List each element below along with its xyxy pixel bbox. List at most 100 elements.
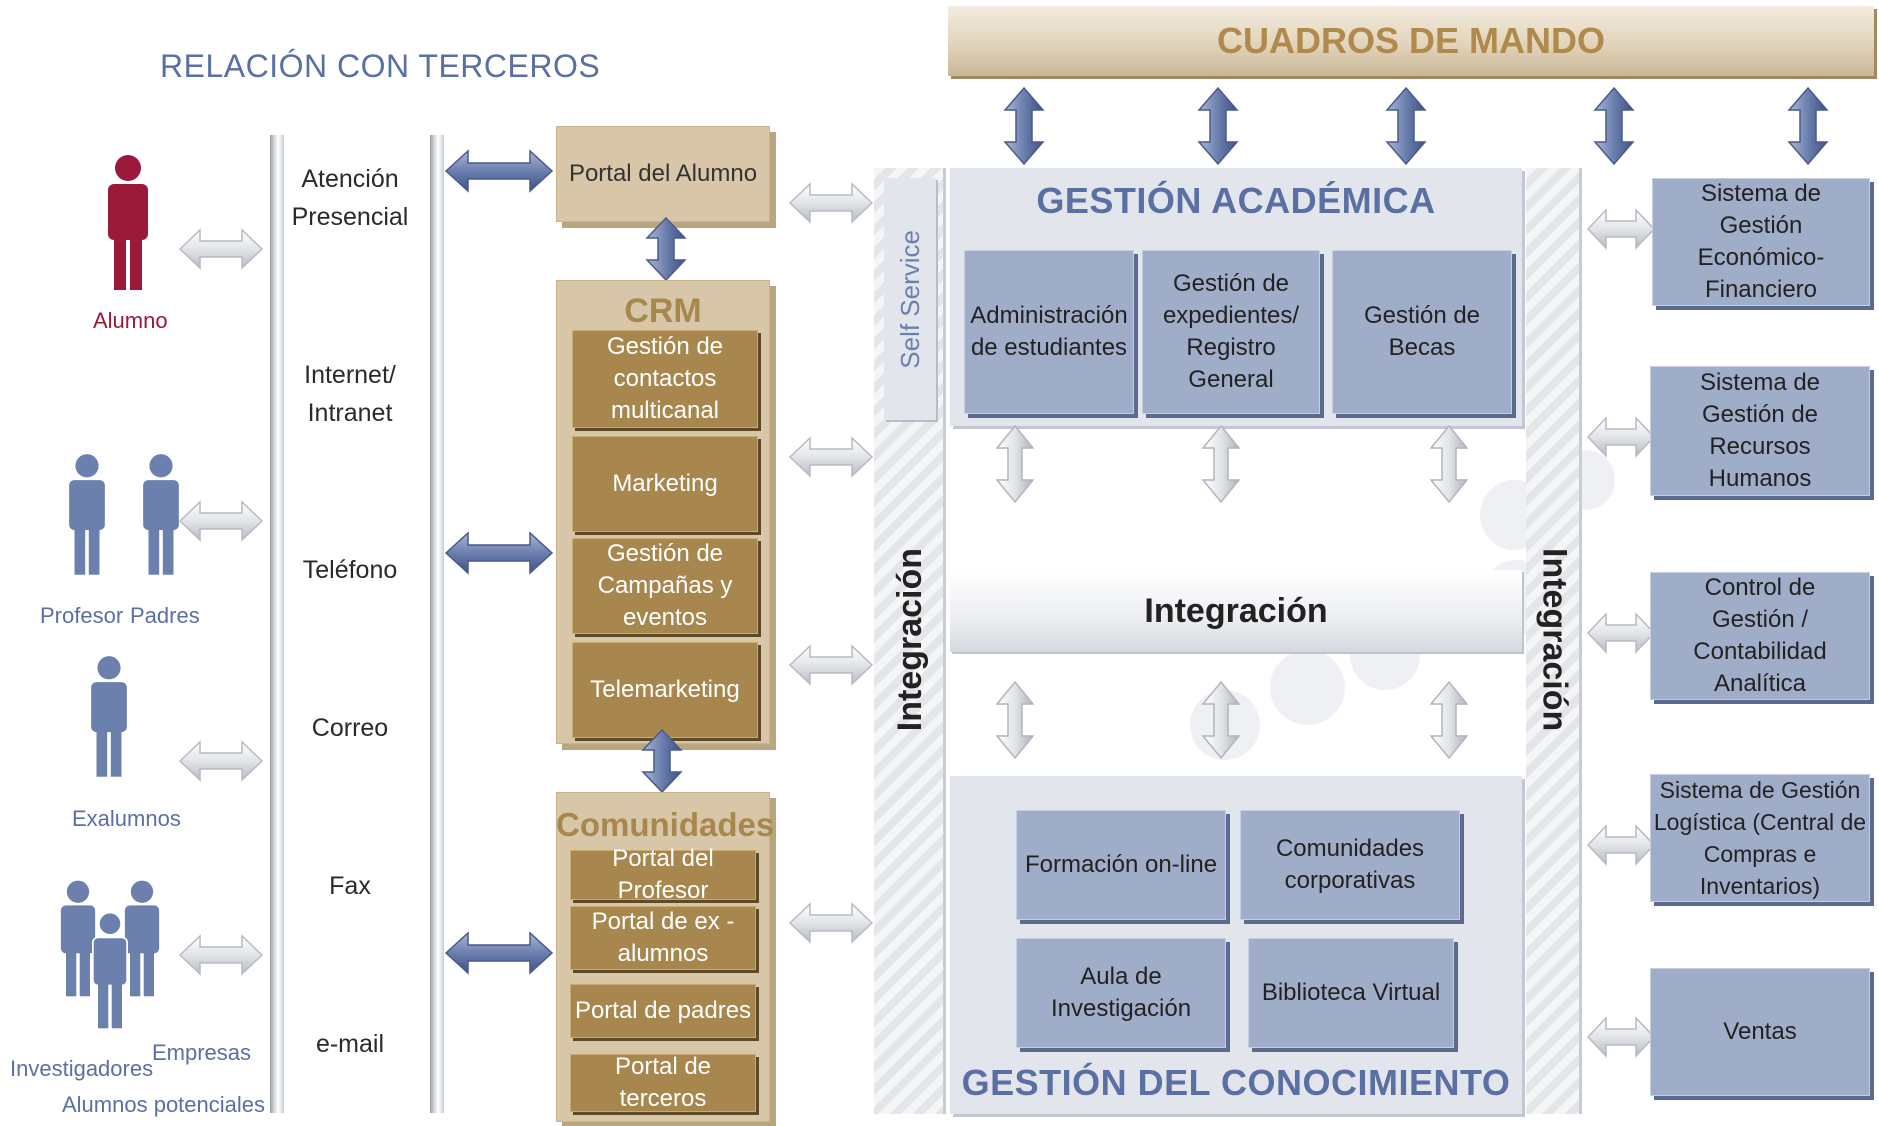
double-arrow-icon	[1787, 86, 1829, 166]
integracion-left-label: Integración	[890, 548, 929, 732]
gestion-academica-title: GESTIÓN ACADÉMICA	[1036, 180, 1436, 221]
right-system-box: Sistema de Gestión de Recursos Humanos	[1650, 366, 1870, 496]
integracion-right-label: Integración	[1535, 548, 1574, 732]
double-arrow-icon	[1586, 1016, 1656, 1058]
gestion-conocimiento-item-label: Comunidades corporativas	[1275, 835, 1425, 894]
right-system-label: Sistema de Gestión Logística (Central de…	[1653, 777, 1867, 899]
actor-alumno-label: Alumno	[93, 308, 168, 333]
double-arrow-icon	[788, 436, 874, 478]
double-arrow-icon	[788, 644, 874, 686]
crm-item: Marketing	[572, 436, 758, 532]
person-icon	[91, 656, 127, 777]
gestion-academica-item-label: Gestión de Becas	[1363, 302, 1481, 361]
gestion-academica-item-label: Administración de estudiantes	[970, 302, 1128, 361]
double-arrow-icon	[178, 228, 264, 270]
integracion-right-label-wrap: Integración	[1528, 520, 1580, 760]
actor-alumnos-potenciales-label: Alumnos potenciales	[62, 1092, 266, 1117]
double-arrow-icon	[1593, 86, 1635, 166]
double-arrow-icon	[1201, 680, 1241, 760]
comunidades-item-label: Portal de ex - alumnos	[591, 908, 735, 967]
double-arrow-icon	[641, 728, 683, 794]
portal-alumno-label: Portal del Alumno	[568, 160, 758, 187]
double-arrow-icon	[1003, 86, 1045, 166]
right-system-label: Sistema de Gestión de Recursos Humanos	[1699, 369, 1821, 492]
integracion-center-bar: Integración	[950, 570, 1522, 652]
comunidades-title: Comunidades	[556, 806, 775, 843]
double-arrow-icon	[1429, 680, 1469, 760]
actor-exalumnos-label: Exalumnos	[72, 806, 181, 831]
gestion-academica-item: Gestión de Becas	[1332, 250, 1512, 414]
person-icon	[60, 880, 96, 997]
actor-investigadores-label: Investigadores	[10, 1056, 154, 1081]
channel-presencial: Atención Presencial	[285, 160, 415, 236]
channel-correo: Correo	[311, 714, 389, 742]
double-arrow-icon	[178, 934, 264, 976]
crm-item-label: Gestión de Campañas y eventos	[597, 540, 733, 631]
double-arrow-icon	[1429, 424, 1469, 504]
double-arrow-icon	[788, 182, 874, 224]
channel-fax: Fax	[329, 872, 371, 900]
double-arrow-icon	[1197, 86, 1239, 166]
gestion-academica-item-label: Gestión de expedientes/ Registro General	[1162, 270, 1300, 393]
right-system-box: Control de Gestión / Contabilidad Analít…	[1650, 572, 1870, 700]
person-icon	[108, 155, 148, 290]
comunidades-item: Portal del Profesor	[570, 845, 756, 904]
relacion-terceros-title: RELACIÓN CON TERCEROS	[160, 48, 601, 84]
double-arrow-icon	[178, 500, 264, 542]
crm-item-label: Telemarketing	[590, 676, 740, 703]
gestion-conocimiento-item-label: Aula de Investigación	[1050, 963, 1192, 1022]
double-arrow-icon	[1586, 612, 1656, 654]
comunidades-item: Portal de ex - alumnos	[570, 906, 756, 970]
right-system-box: Sistema de Gestión Económico-Financiero	[1652, 178, 1870, 306]
double-arrow-icon	[645, 216, 687, 282]
double-arrow-icon	[178, 740, 264, 782]
crm-item: Telemarketing	[572, 642, 758, 738]
comunidades-item: Portal de padres	[570, 984, 756, 1038]
gestion-conocimiento-item-label: Biblioteca Virtual	[1261, 979, 1441, 1006]
comunidades-item-label: Portal de padres	[574, 997, 752, 1024]
crm-item-label: Gestión de contactos multicanal	[606, 333, 724, 424]
right-system-label: Sistema de Gestión Económico-Financiero	[1697, 180, 1825, 303]
cuadros-de-mando-label: CUADROS DE MANDO	[1216, 20, 1605, 61]
double-arrow-icon	[1385, 86, 1427, 166]
comunidades-item-label: Portal del Profesor	[612, 845, 714, 904]
double-arrow-icon	[1586, 208, 1656, 250]
gestion-conocimiento-item: Aula de Investigación	[1016, 938, 1226, 1048]
double-arrow-icon	[444, 531, 554, 575]
crm-item: Gestión de Campañas y eventos	[572, 538, 758, 634]
right-system-box: Ventas	[1650, 968, 1870, 1096]
person-icon	[92, 911, 128, 1029]
gestion-conocimiento-item: Formación on-line	[1016, 810, 1226, 920]
self-service-box: Self Service	[884, 178, 936, 420]
channel-internet: Internet/ Intranet	[285, 356, 415, 432]
actor-padres-label: Padres	[130, 603, 200, 628]
person-icon	[143, 454, 179, 575]
gestion-academica-item: Gestión de expedientes/ Registro General	[1142, 250, 1320, 414]
double-arrow-icon	[1586, 824, 1656, 866]
channel-presencial-line1: Atención	[301, 165, 399, 193]
gestion-conocimiento-title: GESTIÓN DEL CONOCIMIENTO	[961, 1062, 1511, 1103]
channel-presencial-line2: Presencial	[291, 203, 409, 231]
gestion-conocimiento-item: Biblioteca Virtual	[1248, 938, 1454, 1048]
right-system-label: Ventas	[1723, 1018, 1797, 1045]
integracion-left-label-wrap: Integración	[884, 520, 936, 760]
channel-email: e-mail	[315, 1030, 385, 1058]
integracion-right-column	[1526, 168, 1582, 1114]
left-channel-bar	[270, 135, 284, 1113]
person-icon	[69, 454, 105, 575]
channel-internet-line2: Intranet	[307, 399, 393, 427]
comunidades-item: Portal de terceros	[570, 1053, 756, 1112]
double-arrow-icon	[1586, 416, 1656, 458]
crm-item: Gestión de contactos multicanal	[572, 330, 758, 428]
gestion-conocimiento-item: Comunidades corporativas	[1240, 810, 1460, 920]
channel-telefono: Teléfono	[302, 556, 398, 584]
self-service-label: Self Service	[894, 229, 925, 369]
channel-internet-line1: Internet/	[304, 361, 396, 389]
crm-item-label: Marketing	[612, 470, 718, 497]
double-arrow-icon	[444, 149, 554, 193]
double-arrow-icon	[1201, 424, 1241, 504]
gestion-conocimiento-item-label: Formación on-line	[1024, 851, 1218, 878]
double-arrow-icon	[788, 902, 874, 944]
double-arrow-icon	[995, 424, 1035, 504]
cuadros-de-mando-banner: CUADROS DE MANDO	[948, 6, 1874, 76]
